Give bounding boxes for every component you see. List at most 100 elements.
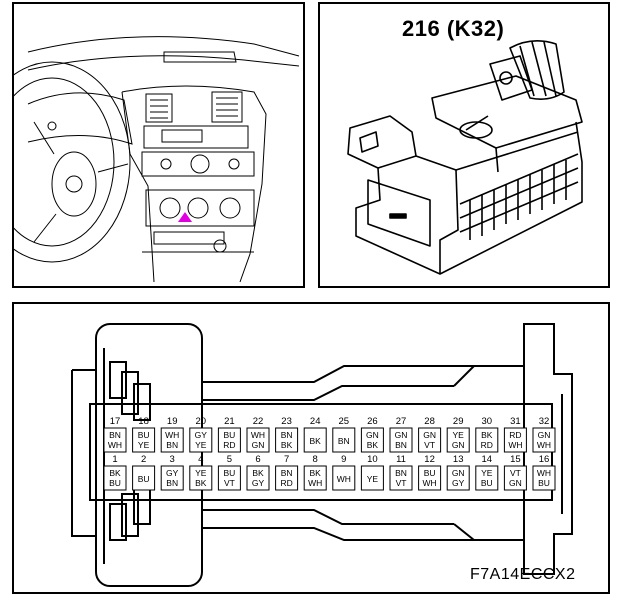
top-row-wire-color: RD [223,440,235,450]
bottom-row-wire-color: YE [195,468,207,478]
top-row-wire-color: RD [509,430,521,440]
top-row-pin-number: 32 [539,416,550,427]
bottom-row-pin-cell [360,465,384,491]
bottom-row-wire-color: GY [452,478,465,488]
top-row-wire-color: BU [138,430,150,440]
bottom-row-wire-color: GY [252,478,265,488]
bottom-row-pin-cell [303,465,327,491]
bottom-row-pin-cell [475,465,499,491]
top-row-wire-color: GY [195,430,208,440]
bottom-row-wire-color: GN [452,468,465,478]
figure-id: F7A14ECCX2 [470,566,576,583]
top-row-pin-cell [503,427,527,453]
top-row-pin-cell [446,427,470,453]
top-row-wire-color: BN [166,440,178,450]
dashboard-drawing [14,36,300,283]
top-row-pin-number: 19 [167,416,178,427]
bottom-row-pin-cell [275,465,299,491]
top-row-wire-color: BU [223,430,235,440]
top-row-pin-number: 28 [424,416,435,427]
top-row-pin-cell [160,427,184,453]
bottom-row-wire-color: BU [538,478,550,488]
bottom-row-pin-number: 2 [141,454,146,465]
top-row-wire-color: YE [138,440,150,450]
bottom-row-wire-color: BU [481,478,493,488]
top-row-wire-color: BK [281,440,293,450]
bottom-row-pin-cell [503,465,527,491]
bottom-row-pin-number: 4 [198,454,203,465]
bottom-row-pin-cell [132,465,156,491]
top-row-pin-number: 21 [224,416,235,427]
top-row-pin-cell [475,427,499,453]
top-row-wire-color: GN [366,430,379,440]
bottom-row-wire-color: BU [109,478,121,488]
top-row-pin-number: 29 [453,416,464,427]
top-row-pin-number: 22 [253,416,264,427]
bottom-row-pin-cell [217,465,241,491]
pinout-drawing: 17BNWH18BUYE19WHBN20GYYE21BURD22WHGN23BN… [71,323,573,587]
top-row-wire-color: VT [424,440,435,450]
top-row-pin-number: 27 [396,416,407,427]
top-row-pin-cell [275,427,299,453]
bottom-row-pin-cell [389,465,413,491]
bottom-row-wire-color: VT [224,478,235,488]
bottom-row-wire-color: YE [367,474,379,484]
top-row-wire-color: BN [109,430,121,440]
dashboard-location-panel [12,2,305,288]
bottom-row-wire-color: YE [481,468,493,478]
bottom-row-wire-color: BK [109,468,121,478]
top-row-wire-color: WH [251,430,265,440]
bottom-row-pin-cell [160,465,184,491]
top-row-wire-color: BK [310,436,322,446]
bottom-row-wire-color: BN [281,468,293,478]
bottom-row-wire-color: WH [337,474,351,484]
top-row-wire-color: GN [395,430,408,440]
bottom-row-wire-color: VT [510,468,521,478]
bottom-row-wire-color: GY [166,468,179,478]
top-row-pin-cell [303,427,327,453]
bottom-row-pin-cell [446,465,470,491]
bottom-row-wire-color: BU [424,468,436,478]
top-row-wire-color: GN [252,440,265,450]
bottom-row-pin-number: 15 [510,454,521,465]
top-row-pin-cell [189,427,213,453]
top-row-pin-cell [418,427,442,453]
bottom-row-wire-color: BU [223,468,235,478]
top-row-pin-cell [332,427,356,453]
bottom-row-pin-number: 14 [482,454,493,465]
top-row-pin-number: 25 [339,416,350,427]
top-row-wire-color: RD [481,440,493,450]
bottom-row-pin-cell [246,465,270,491]
bottom-row-wire-color: BN [395,468,407,478]
top-row-wire-color: BK [367,440,379,450]
top-row-pin-number: 24 [310,416,321,427]
top-row-wire-color: BN [395,440,407,450]
bottom-row-pin-number: 13 [453,454,464,465]
bottom-row-pin-number: 3 [170,454,175,465]
top-row-pin-number: 30 [482,416,493,427]
top-row-pin-cell [132,427,156,453]
bottom-row-wire-color: BK [310,468,322,478]
top-row-pin-number: 31 [510,416,521,427]
top-row-wire-color: WH [165,430,179,440]
bottom-row-wire-color: BK [252,468,264,478]
top-row-pin-cell [532,427,556,453]
top-row-wire-color: BN [281,430,293,440]
bottom-row-wire-color: BK [195,478,207,488]
bottom-row-wire-color: WH [423,478,437,488]
top-row-wire-color: WH [108,440,122,450]
top-row-pin-cell [103,427,127,453]
bottom-row-pin-number: 6 [255,454,260,465]
bottom-row-wire-color: RD [280,478,292,488]
connector-location-marker [178,212,192,222]
bottom-row-pin-number: 8 [313,454,318,465]
bottom-row-wire-color: BU [138,474,150,484]
top-row-pin-cell [389,427,413,453]
top-row-pin-number: 23 [281,416,292,427]
bottom-row-pin-number: 11 [396,454,406,465]
top-row-pin-cell [217,427,241,453]
top-row-pin-number: 26 [367,416,378,427]
top-row-pin-number: 17 [110,416,121,427]
bottom-row-pin-cell [103,465,127,491]
